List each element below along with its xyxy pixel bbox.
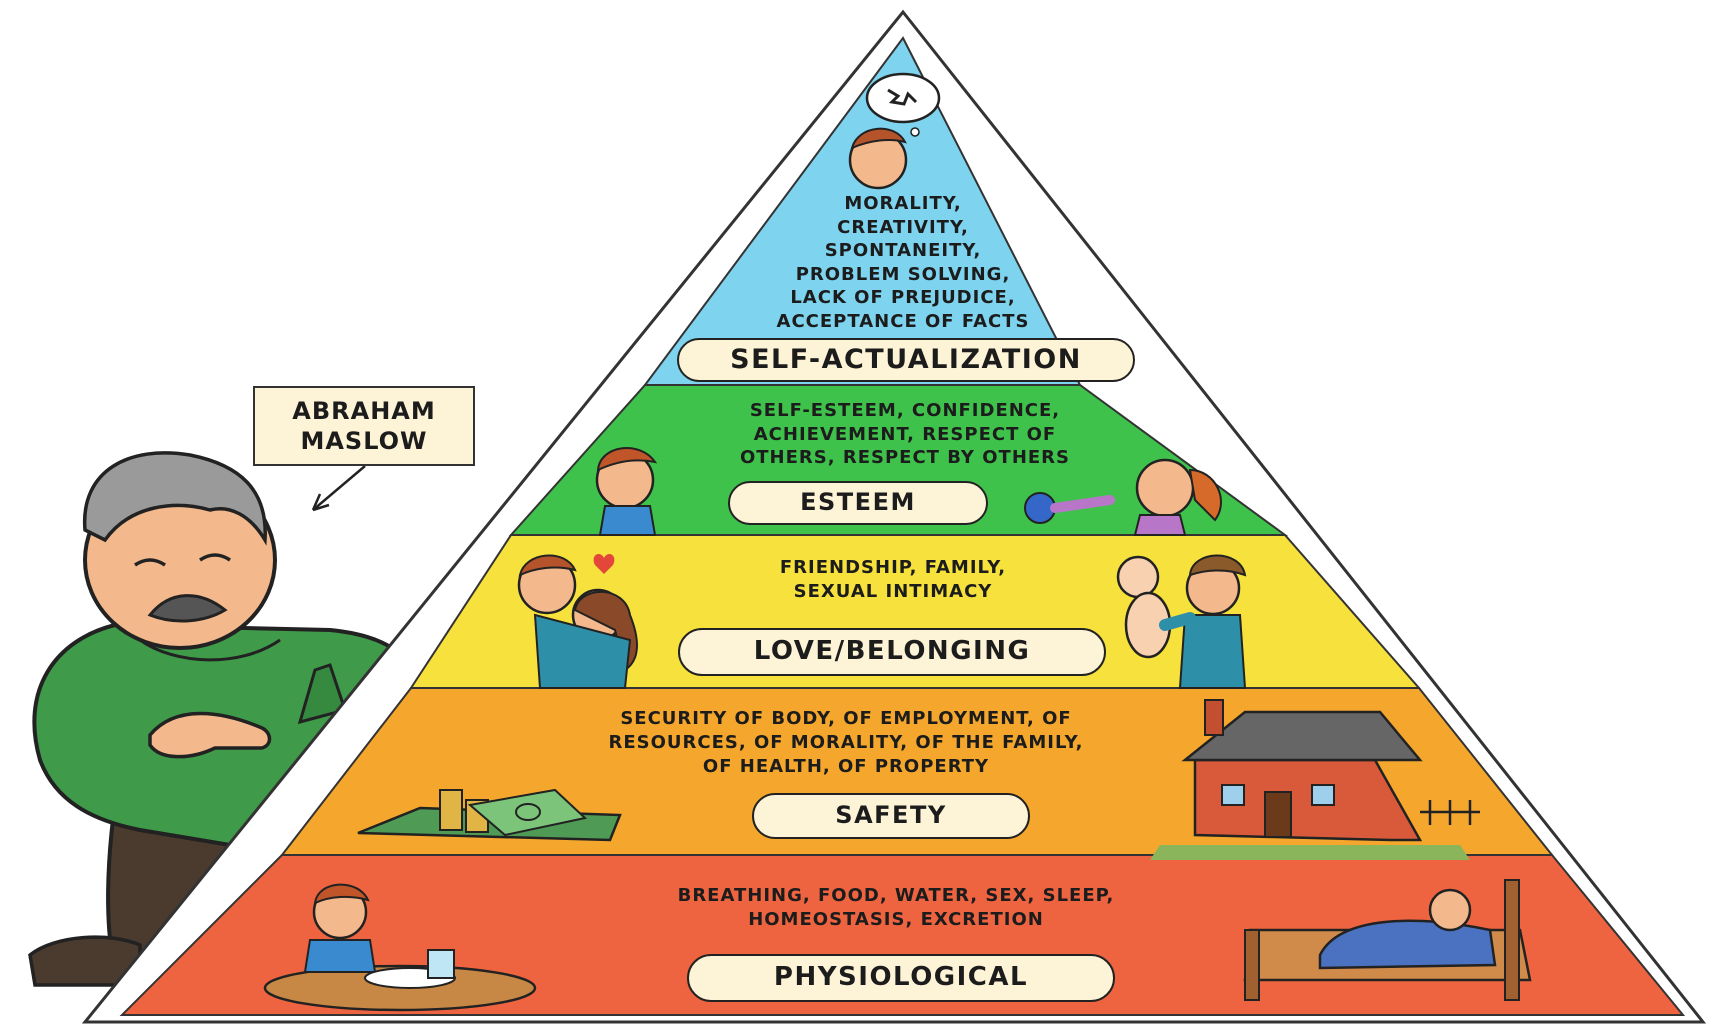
self-actualization-description: MORALITY, CREATIVITY, SPONTANEITY, PROBL… [776, 193, 1030, 332]
physiological-label: PHYSIOLOGICAL [687, 954, 1115, 1002]
physiological-cartoon [263, 879, 1532, 1012]
esteem-cartoon [595, 447, 1222, 536]
esteem-label: ESTEEM [728, 481, 988, 525]
safety-label: SAFETY [752, 793, 1030, 839]
physiological-description: BREATHING, FOOD, WATER, SEX, SLEEP, HOME… [677, 885, 1115, 930]
self-actualization-cartoon [848, 72, 941, 190]
love-belonging-cartoon [517, 554, 1247, 689]
abraham-maslow-label: ABRAHAM MASLOW [253, 386, 475, 466]
esteem-description: SELF-ESTEEM, CONFIDENCE, ACHIEVEMENT, RE… [739, 400, 1071, 468]
safety-cartoon [357, 699, 1480, 860]
pointer-arrow [312, 465, 366, 511]
safety-description: SECURITY OF BODY, OF EMPLOYMENT, OF RESO… [608, 708, 1084, 777]
love-belonging-description: FRIENDSHIP, FAMILY, SEXUAL INTIMACY [779, 557, 1007, 602]
self-actualization-label: SELF-ACTUALIZATION [677, 338, 1135, 382]
love-belonging-label: LOVE/BELONGING [678, 628, 1106, 676]
